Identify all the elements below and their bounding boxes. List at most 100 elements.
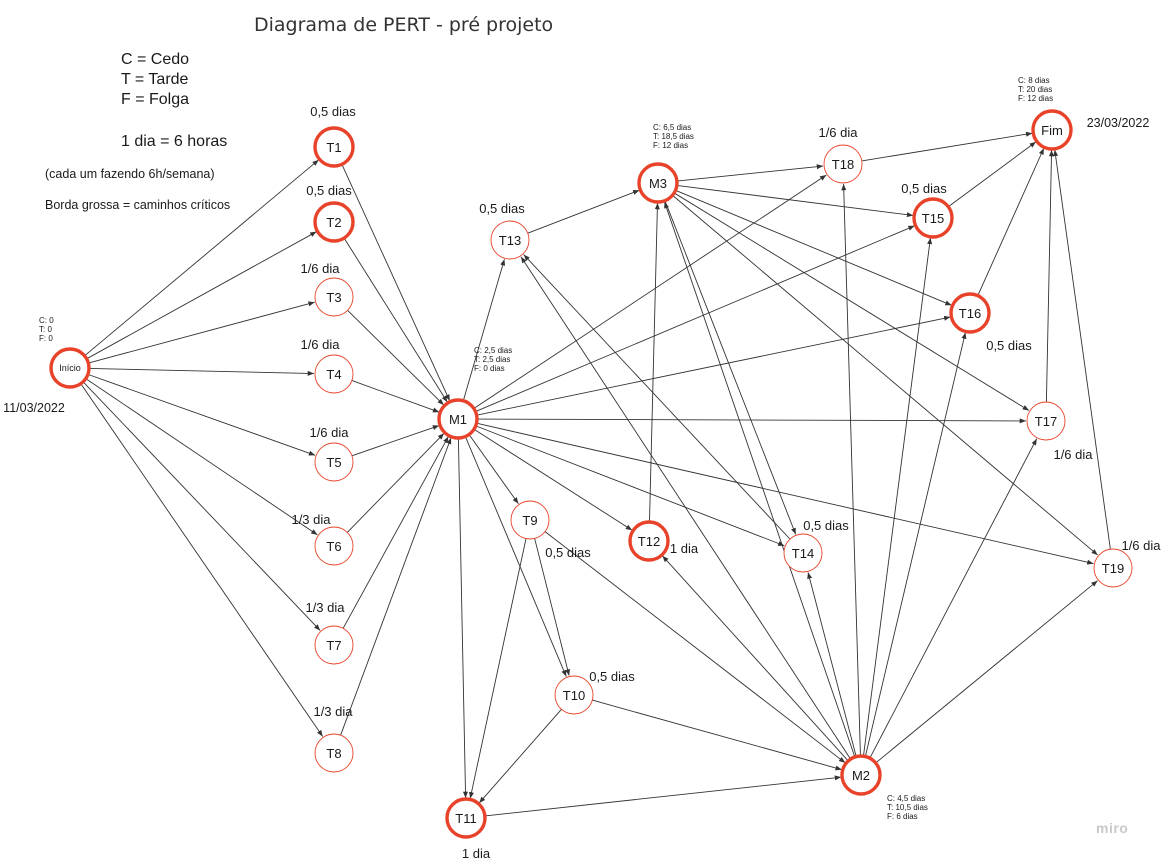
node-t19[interactable]: T19 [1093,548,1133,588]
milestone-fim-c: C: 8 dias [1018,76,1050,85]
node-circle-t3 [314,277,354,317]
node-t3[interactable]: T3 [314,277,354,317]
duration-label-t12: 1 dia [670,541,699,556]
node-m2[interactable]: M2 [840,754,882,796]
edge-T8-to-M1 [340,437,452,736]
node-circle-fim [1031,109,1073,151]
legend-cedo: C = Cedo [121,51,190,68]
node-t1[interactable]: T1 [313,126,355,168]
node-label-t11: T11 [455,811,476,826]
milestone-inicio-c: C: 0 [39,316,54,325]
edge-inicio-to-T5 [87,373,316,456]
node-circle-t9 [510,500,550,540]
node-label-inicio: Início [59,363,81,373]
node-circle-m1 [437,398,479,440]
node-fim[interactable]: Fim [1031,109,1073,151]
milestone-date-fim: 23/03/2022 [1087,116,1150,130]
node-label-m3: M3 [649,176,667,191]
edge-T5-to-M1 [351,425,440,457]
node-label-t6: T6 [326,539,341,554]
node-t12[interactable]: T12 [628,520,670,562]
node-label-t3: T3 [326,290,341,305]
node-label-m2: M2 [852,768,870,783]
node-t16[interactable]: T16 [949,292,991,334]
duration-label-t8: 1/3 dia [313,704,353,719]
node-t9[interactable]: T9 [510,500,550,540]
duration-label-t15: 0,5 dias [901,181,947,196]
edge-T16-to-fim [977,148,1045,296]
node-label-t14: T14 [792,546,814,561]
node-m3[interactable]: M3 [637,162,679,204]
milestone-fim-t: T: 20 dias [1018,85,1052,94]
node-t15[interactable]: T15 [912,197,954,239]
node-label-t15: T15 [922,211,944,226]
node-t8[interactable]: T8 [314,733,354,773]
edge-M1-to-T18 [473,174,827,409]
diagram-title: Diagrama de PERT - pré projeto [254,14,554,36]
node-circle-t10 [554,675,594,715]
legend-critical: Borda grossa = caminhos críticos [45,198,231,212]
edge-M1-to-T17 [476,418,1027,424]
node-label-t13: T13 [499,233,521,248]
node-label-t12: T12 [638,534,660,549]
edge-T18-to-fim [861,131,1033,162]
milestone-date-inicio: 11/03/2022 [3,401,65,415]
edge-M3-to-T18 [676,164,824,182]
edge-T10-to-T11 [478,708,562,804]
edge-M2-to-T17 [869,438,1038,759]
edge-T10-to-M2 [592,699,842,771]
node-circle-t16 [949,292,991,334]
edge-M1-to-T15 [475,225,915,413]
node-t7[interactable]: T7 [314,625,354,665]
node-t10[interactable]: T10 [554,675,594,715]
node-t11[interactable]: T11 [445,797,487,839]
node-t4[interactable]: T4 [314,354,354,394]
node-label-t5: T5 [326,455,341,470]
node-circle-t18 [823,144,863,184]
edge-M1-to-T13 [462,259,506,401]
edge-M1-to-T19 [476,422,1094,565]
milestone-m2-c: C: 4,5 dias [887,794,925,803]
node-m1[interactable]: M1 [437,398,479,440]
duration-label-t9: 0,5 dias [545,545,591,560]
node-t14[interactable]: T14 [783,533,823,573]
node-circle-t17 [1026,401,1066,441]
node-label-t9: T9 [522,513,537,528]
milestone-m2-t: T: 10,5 dias [887,803,928,812]
milestone-m2-f: F: 6 dias [887,812,918,821]
duration-label-t11: 1 dia [462,846,491,860]
node-label-fim: Fim [1041,123,1063,138]
legend-folga: F = Folga [121,91,190,108]
duration-label-t7: 1/3 dia [305,600,345,615]
node-t6[interactable]: T6 [314,526,354,566]
node-t13[interactable]: T13 [490,220,530,260]
duration-label-t14: 0,5 dias [803,518,849,533]
node-circle-t1 [313,126,355,168]
node-circle-t2 [313,201,355,243]
edge-M3-to-T16 [675,189,952,306]
node-circle-t19 [1093,548,1133,588]
node-circle-t4 [314,354,354,394]
node-circle-t6 [314,526,354,566]
edge-M3-to-T19 [672,194,1099,556]
duration-label-t3: 1/6 dia [300,261,340,276]
node-inicio[interactable]: Início [49,347,91,389]
node-t17[interactable]: T17 [1026,401,1066,441]
edge-T11-to-M2 [484,775,842,817]
duration-label-t18: 1/6 dia [818,125,858,140]
node-circle-t8 [314,733,354,773]
node-t5[interactable]: T5 [314,442,354,482]
node-t2[interactable]: T2 [313,201,355,243]
edge-M2-to-T19 [875,580,1098,764]
node-circle-t7 [314,625,354,665]
edge-M2-to-T16 [864,332,967,757]
node-circle-t14 [783,533,823,573]
node-circle-inicio [49,347,91,389]
edge-M2-to-T14 [807,572,857,757]
node-label-t1: T1 [326,140,341,155]
edge-T9-to-T10 [534,538,571,676]
duration-label-t1: 0,5 dias [310,104,356,119]
milestone-m1-c: C: 2,5 dias [474,346,512,355]
node-t18[interactable]: T18 [823,144,863,184]
